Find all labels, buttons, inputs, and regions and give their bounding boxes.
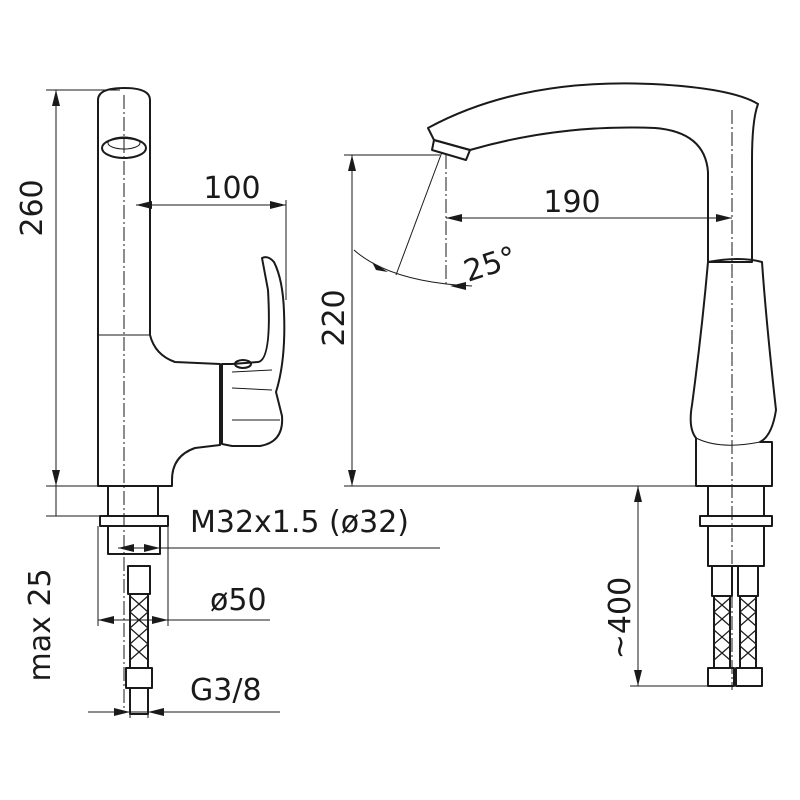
dim-220-label: 220 [317,289,352,346]
dim-thread-arrows [118,544,160,552]
dim-100-label: 100 [203,171,260,206]
hose-right-braid [739,597,757,661]
front-body-outline [689,258,777,487]
lever-handle [221,256,286,447]
spout-aerator [431,139,471,161]
hose-left-nut [707,667,735,687]
dim-thread-label: M32x1.5 (ø32) [190,505,409,540]
hose-nut [125,667,153,689]
hose-top-fitting [127,565,151,595]
dim-50-label: ø50 [210,583,267,618]
hose-braid [129,595,149,661]
side-view: 260 100 M32x1.5 (ø32) ø50 max 25 G3/8 [15,87,440,718]
hose-right-fitting [737,565,759,597]
lever-detail-lines [231,369,280,421]
dim-50-arrows [98,616,168,624]
front-mounting-stud [707,485,765,517]
dim-angle-leg [395,151,443,276]
lever-screw [234,359,252,369]
spout-outline [427,82,759,263]
dim-angle-arc [353,249,473,287]
dim-max25-label: max 25 [23,568,58,681]
dim-angle-label: 25° [460,240,521,290]
base-washer [99,515,169,527]
front-view: 190 25° 220 ~400 [317,82,777,690]
dim-190-label: 190 [543,185,600,220]
body-lower-seam [695,437,761,446]
hose-left-braid [713,597,731,661]
mounting-stud [107,485,159,517]
front-base-washer [699,515,773,527]
front-fixing-nut [707,525,765,567]
dim-g38-label: G3/8 [190,673,262,708]
dim-400-label: ~400 [603,577,638,659]
dim-angle-arrows [372,262,466,290]
faucet-body-outline [97,87,221,487]
hose-connector [129,687,149,715]
dim-100-arrows [136,201,286,209]
hose-right-nut [735,667,763,687]
hose-left-fitting [711,565,733,597]
dim-g38-arrows [114,708,164,716]
dim-260-label: 260 [15,179,50,236]
